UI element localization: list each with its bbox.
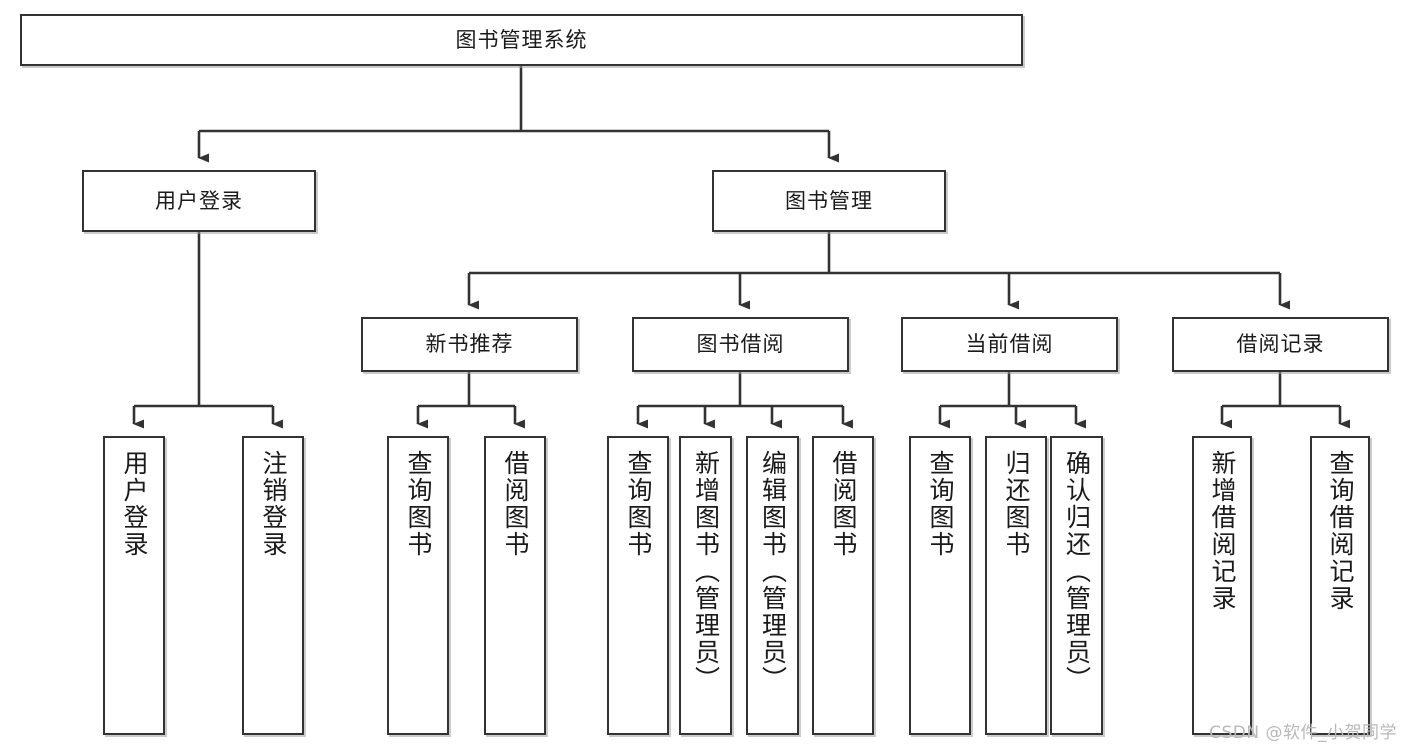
node-leaf-query-book-cur[interactable]: 查询图书 — [909, 436, 971, 735]
node-new-book-recommend[interactable]: 新书推荐 — [361, 317, 578, 372]
node-leaf-add-record-label: 新增借阅记录 — [1208, 450, 1237, 612]
node-user-login[interactable]: 用户登录 — [82, 170, 316, 232]
node-leaf-query-record-label: 查询借阅记录 — [1326, 450, 1355, 612]
node-leaf-query-book-cur-label: 查询图书 — [926, 450, 955, 558]
node-leaf-add-book-label: 新增图书（管理员） — [691, 450, 721, 693]
node-leaf-query-book-rec[interactable]: 查询图书 — [387, 436, 449, 735]
node-leaf-confirm-return-label: 确认归还（管理员） — [1062, 450, 1092, 693]
node-leaf-user-login[interactable]: 用户登录 — [103, 436, 165, 735]
edges-borrowrecord-to-leaves — [1220, 372, 1350, 429]
node-user-login-label: 用户登录 — [155, 188, 243, 213]
node-leaf-user-login-label: 用户登录 — [120, 450, 149, 558]
node-leaf-query-book-bor[interactable]: 查询图书 — [607, 436, 669, 735]
edges-currentborrow-to-leaves — [938, 372, 1086, 429]
node-book-borrow[interactable]: 图书借阅 — [632, 317, 849, 372]
node-borrow-record-label: 借阅记录 — [1236, 332, 1325, 356]
node-leaf-edit-book-label: 编辑图书（管理员） — [758, 450, 788, 693]
node-leaf-borrow-book-bor-label: 借阅图书 — [829, 450, 858, 558]
edges-bookborrow-to-leaves — [636, 372, 853, 429]
edges-newbook-to-leaves — [416, 372, 525, 429]
node-borrow-record[interactable]: 借阅记录 — [1172, 317, 1389, 372]
node-leaf-borrow-book-rec-label: 借阅图书 — [501, 450, 530, 558]
node-leaf-add-book[interactable]: 新增图书（管理员） — [679, 436, 732, 735]
node-leaf-return-book[interactable]: 归还图书 — [985, 436, 1047, 735]
node-leaf-query-record[interactable]: 查询借阅记录 — [1310, 436, 1370, 735]
edges-userlogin-to-leaves — [132, 232, 283, 429]
watermark: CSDN @软件_小贺同学 — [1209, 723, 1397, 743]
node-leaf-confirm-return[interactable]: 确认归还（管理员） — [1050, 436, 1103, 735]
node-leaf-user-logout-label: 注销登录 — [259, 450, 288, 558]
node-book-manage-label: 图书管理 — [785, 188, 873, 213]
node-book-borrow-label: 图书借阅 — [696, 332, 785, 356]
node-leaf-edit-book[interactable]: 编辑图书（管理员） — [746, 436, 799, 735]
node-leaf-query-book-rec-label: 查询图书 — [404, 450, 433, 558]
edges-bookmanage-to-level3 — [467, 232, 1290, 310]
node-leaf-user-logout[interactable]: 注销登录 — [242, 436, 304, 735]
node-leaf-borrow-book-bor[interactable]: 借阅图书 — [812, 436, 874, 735]
node-root-label: 图书管理系统 — [455, 27, 588, 52]
node-leaf-add-record[interactable]: 新增借阅记录 — [1192, 436, 1252, 735]
node-leaf-borrow-book-rec[interactable]: 借阅图书 — [484, 436, 546, 735]
node-leaf-return-book-label: 归还图书 — [1002, 450, 1031, 558]
node-leaf-query-book-bor-label: 查询图书 — [624, 450, 653, 558]
node-root[interactable]: 图书管理系统 — [20, 14, 1023, 66]
edges-root-to-level2 — [197, 66, 839, 163]
node-new-book-recommend-label: 新书推荐 — [425, 332, 514, 356]
node-current-borrow-label: 当前借阅 — [965, 332, 1054, 356]
node-current-borrow[interactable]: 当前借阅 — [901, 317, 1118, 372]
node-book-manage[interactable]: 图书管理 — [712, 170, 946, 232]
